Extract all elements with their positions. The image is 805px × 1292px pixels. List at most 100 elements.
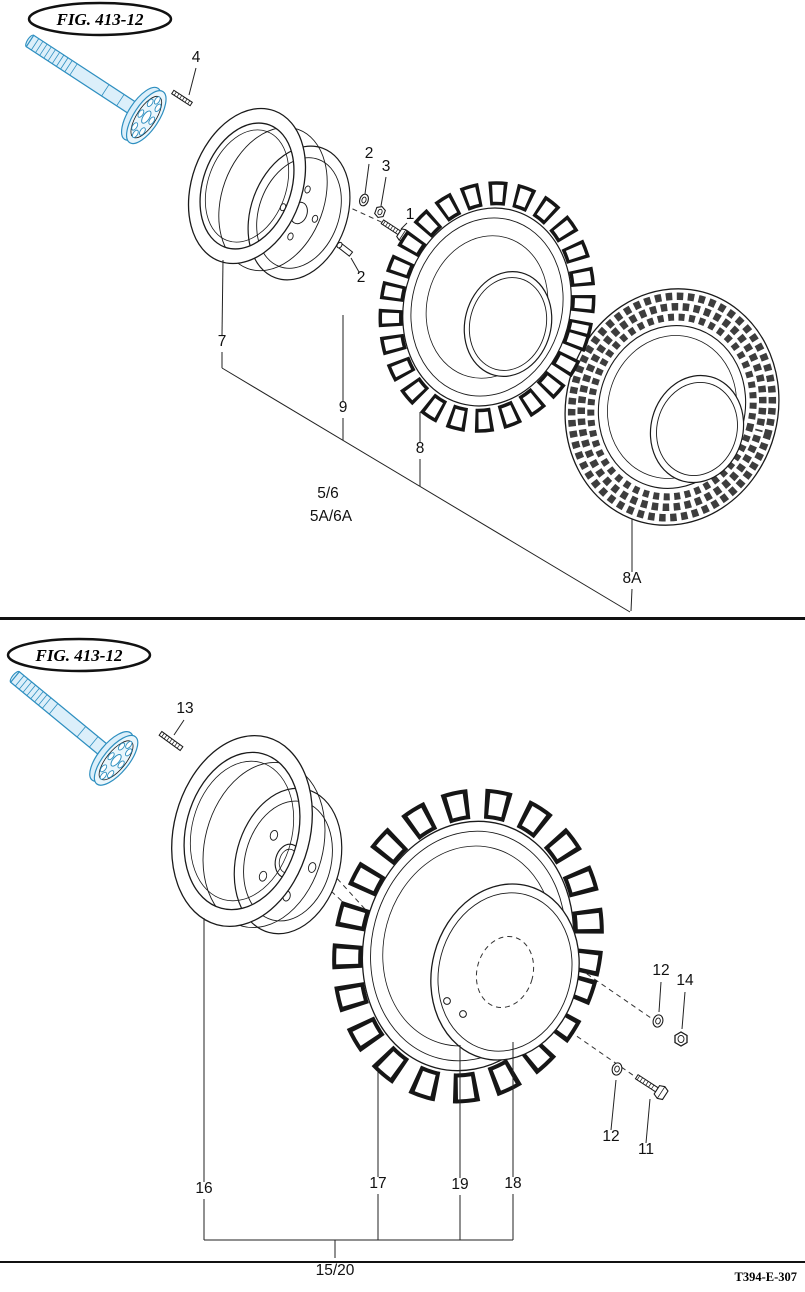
stud-hole: [443, 997, 451, 1005]
washer-illustration: [652, 1014, 664, 1028]
lug-bead-inner: [468, 277, 548, 371]
axle-body: [25, 34, 146, 120]
callout-9: 9: [339, 399, 348, 416]
washer-outer: [359, 193, 369, 207]
callout-16: 16: [195, 1180, 212, 1197]
stud-body: [170, 89, 194, 107]
fig-label-bottom: FIG. 413-12: [35, 646, 123, 665]
axle-step: [116, 94, 125, 107]
wheel-stud-illustration: [158, 730, 184, 752]
stud-body: [158, 730, 184, 752]
lug-tread-light: [336, 792, 600, 1100]
tire-turf-illustration: [564, 288, 780, 526]
rim-near-lip: [204, 129, 290, 243]
rim-bottom-illustration: [171, 735, 343, 935]
rim-near-lip: [189, 760, 295, 902]
callout-15-20: 15/20: [316, 1262, 355, 1279]
callout-2-upper: 2: [365, 145, 374, 162]
callout-1: 1: [406, 206, 415, 223]
callouts-bottom: 13 12 14 12 11 16 17 19 18 15/20: [176, 700, 694, 1279]
bolt-head-facet: [656, 1086, 666, 1099]
callout-19: 19: [451, 1176, 468, 1193]
callout-17: 17: [369, 1175, 386, 1192]
turf-tread-row: [577, 302, 767, 512]
wheel-stud-illustration: [170, 89, 194, 107]
leader-lines-top: [188, 67, 633, 613]
flange-hub-hole: [110, 754, 122, 767]
callout-18: 18: [504, 1175, 521, 1192]
axle-step: [89, 736, 99, 748]
lug-sidewall: [410, 217, 564, 397]
tire-lug-illustration: [378, 181, 596, 433]
callout-12-lower: 12: [602, 1128, 619, 1145]
stud-hole: [459, 1010, 467, 1018]
callout-5-6: 5/6: [317, 485, 339, 502]
fig-label-top: FIG. 413-12: [56, 10, 144, 29]
fig-callout-top: FIG. 413-12: [27, 1, 173, 37]
callout-14: 14: [676, 972, 694, 989]
valve-stem: [336, 241, 354, 257]
callout-4: 4: [192, 49, 201, 66]
bolt-head-facet: [398, 229, 407, 241]
leader-lines-bottom: [173, 719, 686, 1258]
callout-8a: 8A: [623, 570, 643, 587]
turf-tread-row: [587, 313, 757, 501]
axle-shaft-bottom-illustration: [9, 670, 139, 786]
callout-13: 13: [176, 700, 193, 717]
bolt-illustration: [380, 219, 410, 242]
axle-shaft-top-illustration: [25, 34, 167, 145]
nut-body: [374, 205, 386, 219]
nut-illustration: [374, 205, 386, 219]
callout-7: 7: [218, 333, 227, 350]
rim-barrel-far: [233, 787, 343, 935]
callout-12-upper: 12: [652, 962, 669, 979]
lug-tread-light: [382, 184, 592, 430]
axle-flange: [89, 731, 139, 786]
nut-hole: [677, 1034, 685, 1044]
bolt-illustration: [634, 1074, 669, 1101]
tube-hidden-outline: [475, 935, 535, 1009]
stud-threads: [173, 91, 191, 105]
nut-illustration: [674, 1031, 688, 1047]
lug-hardware-top: [359, 193, 410, 242]
fig-callout-ellipse: [6, 637, 152, 673]
washer-illustration: [359, 193, 369, 207]
nut-body: [674, 1031, 688, 1047]
washer-outer: [611, 1062, 623, 1076]
panel-bottom: FIG. 413-12: [6, 637, 694, 1279]
panel-top: FIG. 413-12: [25, 1, 780, 613]
callout-8: 8: [416, 440, 425, 457]
drawing-code: T394-E-307: [735, 1270, 798, 1284]
flange-hub-hole: [141, 110, 152, 124]
callout-5a-6a: 5A/6A: [310, 508, 353, 525]
nut-hole: [377, 208, 383, 216]
rim-near-flange: [171, 735, 313, 927]
washer-outer: [652, 1014, 664, 1028]
washer-illustration: [611, 1062, 623, 1076]
bead-opening: [430, 883, 580, 1061]
bottom-rule: [0, 1261, 805, 1263]
rim-near-flange: [187, 107, 307, 265]
callout-3: 3: [382, 158, 391, 175]
rim-near-annulus: [187, 107, 307, 265]
flange-bolt-holes: [99, 740, 133, 780]
lug-bead-opening: [463, 271, 553, 377]
rim-near-annulus: [171, 735, 313, 927]
bolt-threads: [382, 220, 399, 234]
turf-tread-row: [567, 292, 777, 522]
washer-inner: [361, 196, 367, 204]
axle-spline-hatch: [30, 38, 73, 73]
axle-spline-hatch: [14, 675, 52, 709]
callout-11: 11: [638, 1141, 654, 1158]
washer-inner: [655, 1017, 661, 1025]
stud-threads: [161, 733, 181, 749]
callouts-top: 4 2 3 1 2 7 9 8 5/6 5A/6A 8A: [192, 49, 642, 587]
axle-flange: [120, 86, 167, 145]
axle-body: [9, 670, 116, 762]
axle-step: [69, 63, 78, 76]
rim-top-illustration: [187, 107, 354, 281]
bolt-threads: [636, 1075, 655, 1090]
washer-inner: [614, 1065, 620, 1073]
